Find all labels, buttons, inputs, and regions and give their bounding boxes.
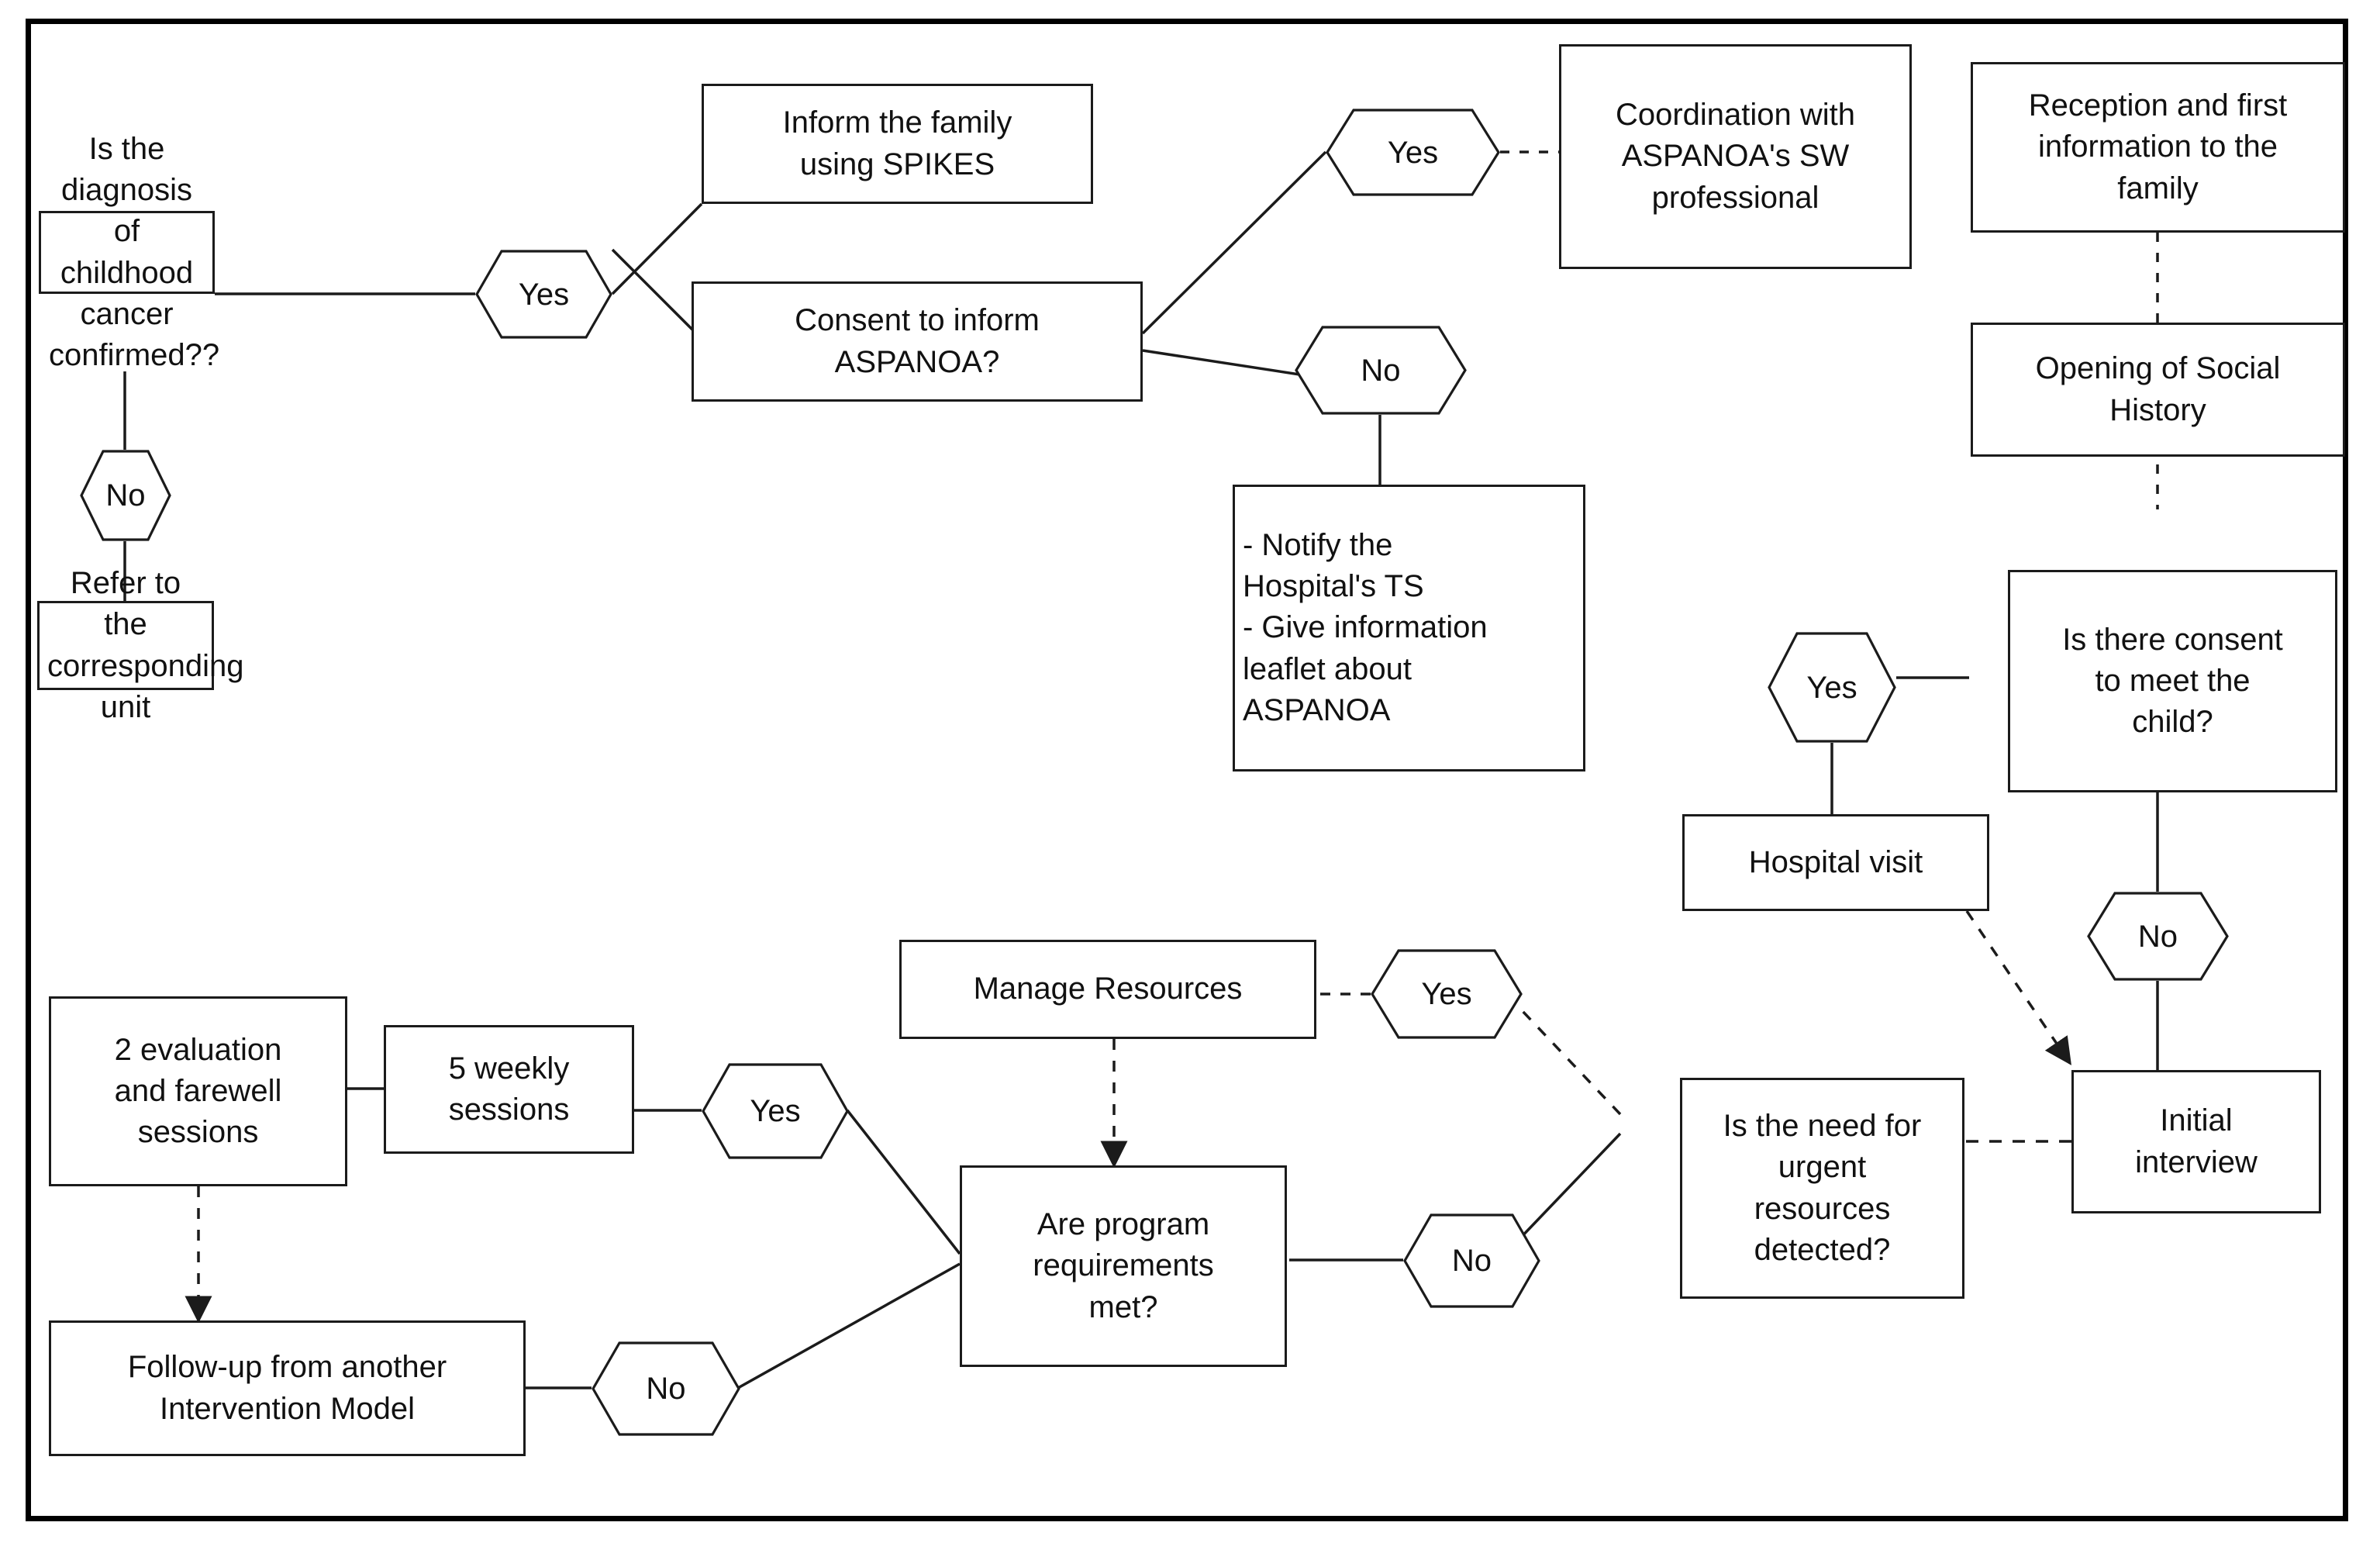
- node-diag-no[interactable]: No: [80, 450, 171, 541]
- node-prog-no[interactable]: No: [592, 1341, 740, 1436]
- node-diag-yes[interactable]: Yes: [475, 250, 612, 339]
- node-label: No: [2137, 919, 2178, 954]
- node-label: Inform the family using SPIKES: [782, 105, 1012, 181]
- node-refer-unit[interactable]: Refer to the corresponding unit: [37, 566, 244, 724]
- node-label: Manage Resources: [973, 972, 1243, 1006]
- node-label: Yes: [518, 277, 570, 312]
- node-meet-no[interactable]: No: [2087, 892, 2229, 981]
- hexagon-shape: [592, 1341, 740, 1436]
- node-consent-no[interactable]: No: [1295, 326, 1467, 415]
- node-meet-yes[interactable]: Yes: [1768, 632, 1896, 743]
- node-label: - Notify the Hospital's TS - Give inform…: [1243, 528, 1488, 727]
- node-reception-family[interactable]: Reception and first information to the f…: [1971, 62, 2345, 233]
- node-label: Initial interview: [2135, 1103, 2258, 1179]
- hexagon-shape: [475, 250, 612, 339]
- hexagon-shape: [1295, 326, 1467, 415]
- node-label: Reception and first information to the f…: [2028, 88, 2288, 205]
- node-urgent-resources[interactable]: Is the need for urgent resources detecte…: [1680, 1078, 1964, 1299]
- hexagon-shape: [1326, 109, 1500, 196]
- node-label: Yes: [750, 1094, 801, 1128]
- node-inform-family[interactable]: Inform the family using SPIKES: [702, 84, 1093, 204]
- node-label: 2 evaluation and farewell sessions: [114, 1032, 282, 1150]
- node-label: Are program requirements met?: [1033, 1207, 1214, 1324]
- node-label: Hospital visit: [1748, 844, 1923, 879]
- node-label: Opening of Social History: [2035, 351, 2281, 427]
- node-label: Coordination with ASPANOA's SW professio…: [1615, 98, 1856, 215]
- node-urgent-yes[interactable]: Yes: [1371, 949, 1523, 1039]
- node-label: Yes: [1806, 670, 1857, 705]
- node-label: Refer to the corresponding unit: [47, 566, 244, 724]
- hexagon-shape: [2087, 892, 2229, 981]
- node-label: No: [1451, 1244, 1492, 1278]
- node-label: Consent to inform ASPANOA?: [795, 303, 1040, 379]
- node-weekly-sessions[interactable]: 5 weekly sessions: [384, 1025, 634, 1154]
- node-diagnosis-question[interactable]: Is the diagnosis of childhood cancer con…: [39, 132, 219, 372]
- node-label: 5 weekly sessions: [448, 1051, 570, 1127]
- hexagon-shape: [1403, 1213, 1540, 1308]
- node-label: Yes: [1387, 135, 1439, 170]
- node-label: No: [646, 1372, 686, 1406]
- node-urgent-no[interactable]: No: [1403, 1213, 1540, 1308]
- node-prog-yes[interactable]: Yes: [702, 1063, 849, 1159]
- node-consent-yes[interactable]: Yes: [1326, 109, 1500, 196]
- hexagon-shape: [702, 1063, 849, 1159]
- node-consent-meet-child[interactable]: Is there consent to meet the child?: [2008, 570, 2337, 792]
- node-followup-model[interactable]: Follow-up from another Intervention Mode…: [49, 1320, 526, 1456]
- node-label: Is the need for urgent resources detecte…: [1723, 1109, 1922, 1267]
- node-evaluation-sessions[interactable]: 2 evaluation and farewell sessions: [49, 996, 347, 1186]
- node-label: No: [1361, 353, 1401, 388]
- hexagon-shape: [1371, 949, 1523, 1039]
- node-consent-aspanoa[interactable]: Consent to inform ASPANOA?: [692, 281, 1143, 402]
- node-hospital-visit[interactable]: Hospital visit: [1682, 814, 1989, 911]
- node-label: Follow-up from another Intervention Mode…: [127, 1350, 447, 1426]
- node-label: Is the diagnosis of childhood cancer con…: [49, 131, 220, 372]
- hexagon-shape: [80, 450, 171, 541]
- node-manage-resources[interactable]: Manage Resources: [899, 940, 1316, 1039]
- node-coordination-sw[interactable]: Coordination with ASPANOA's SW professio…: [1559, 44, 1912, 269]
- node-label: Yes: [1421, 977, 1472, 1011]
- node-label: No: [105, 478, 146, 513]
- node-notify-ts[interactable]: - Notify the Hospital's TS - Give inform…: [1233, 485, 1585, 772]
- node-initial-interview[interactable]: Initial interview: [2071, 1070, 2321, 1213]
- hexagon-shape: [1768, 632, 1896, 743]
- node-label: Is there consent to meet the child?: [2062, 622, 2283, 740]
- node-social-history[interactable]: Opening of Social History: [1971, 323, 2345, 457]
- node-program-requirements[interactable]: Are program requirements met?: [960, 1165, 1287, 1367]
